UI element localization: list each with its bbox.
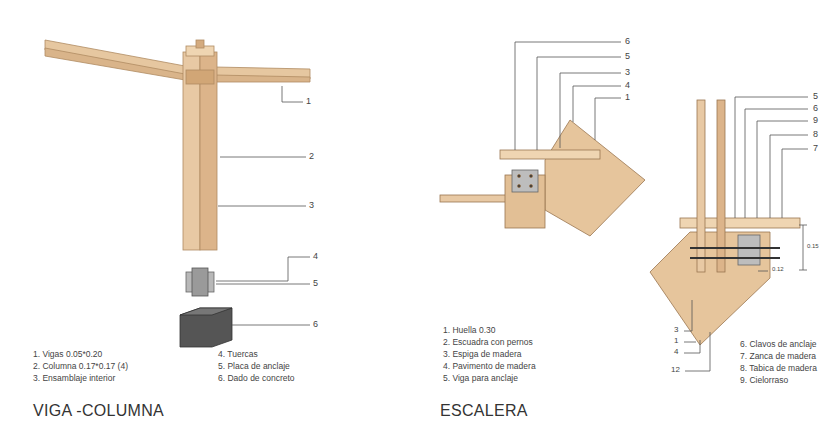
stair-detail-drawing bbox=[650, 100, 800, 345]
legend-note: 8. Tabica de madera bbox=[740, 364, 817, 373]
callout-number: 12 bbox=[671, 366, 680, 375]
callout-number: 1 bbox=[625, 93, 630, 103]
dimension-label: 0.15 bbox=[807, 243, 819, 250]
legend-note: 9. Cielorraso bbox=[740, 376, 788, 385]
legend-note: 3. Ensamblaje interior bbox=[33, 374, 115, 383]
legend-note: 2. Columna 0.17*0.17 (4) bbox=[33, 362, 128, 371]
legend-note: 6. Clavos de anclaje bbox=[740, 340, 817, 349]
legend-note: 6. Dado de concreto bbox=[218, 374, 295, 383]
section-title: ESCALERA bbox=[440, 402, 528, 420]
dimension-label: 0.12 bbox=[772, 266, 784, 273]
callout-number: 3 bbox=[674, 326, 678, 335]
callout-number: 4 bbox=[313, 252, 318, 262]
legend-note: 2. Escuadra con pernos bbox=[443, 338, 533, 347]
callout-number: 7 bbox=[813, 144, 818, 154]
leader-lines bbox=[216, 86, 310, 325]
callout-number: 6 bbox=[625, 37, 630, 47]
legend-note: 5. Viga para anclaje bbox=[443, 374, 518, 383]
section-title: VIGA -COLUMNA bbox=[33, 402, 164, 420]
callout-number: 5 bbox=[313, 279, 318, 289]
callout-number: 6 bbox=[813, 104, 818, 114]
legend-note: 1. Huella 0.30 bbox=[443, 326, 495, 335]
callout-number: 3 bbox=[309, 201, 314, 211]
callout-number: 3 bbox=[625, 68, 630, 78]
callout-number: 2 bbox=[309, 152, 314, 162]
legend-note: 3. Espiga de madera bbox=[443, 350, 521, 359]
callout-number: 4 bbox=[674, 348, 678, 357]
callout-number: 6 bbox=[313, 320, 318, 330]
legend-note: 4. Tuercas bbox=[218, 350, 258, 359]
stair-section-drawing bbox=[440, 120, 645, 236]
legend-note: 4. Pavimento de madera bbox=[443, 362, 536, 371]
legend-note: 1. Vigas 0.05*0.20 bbox=[33, 350, 102, 359]
callout-number: 5 bbox=[813, 92, 818, 102]
callout-number: 1 bbox=[674, 337, 678, 346]
legend-note: 7. Zanca de madera bbox=[740, 352, 816, 361]
callout-number: 1 bbox=[306, 97, 311, 107]
legend-note: 5. Placa de anclaje bbox=[218, 362, 290, 371]
leader-lines bbox=[684, 97, 808, 371]
callout-number: 5 bbox=[625, 52, 630, 62]
callout-number: 8 bbox=[813, 130, 818, 140]
callout-number: 9 bbox=[813, 116, 818, 126]
leader-lines bbox=[515, 42, 621, 150]
beam-column-drawing bbox=[45, 40, 310, 347]
callout-number: 4 bbox=[625, 81, 630, 91]
